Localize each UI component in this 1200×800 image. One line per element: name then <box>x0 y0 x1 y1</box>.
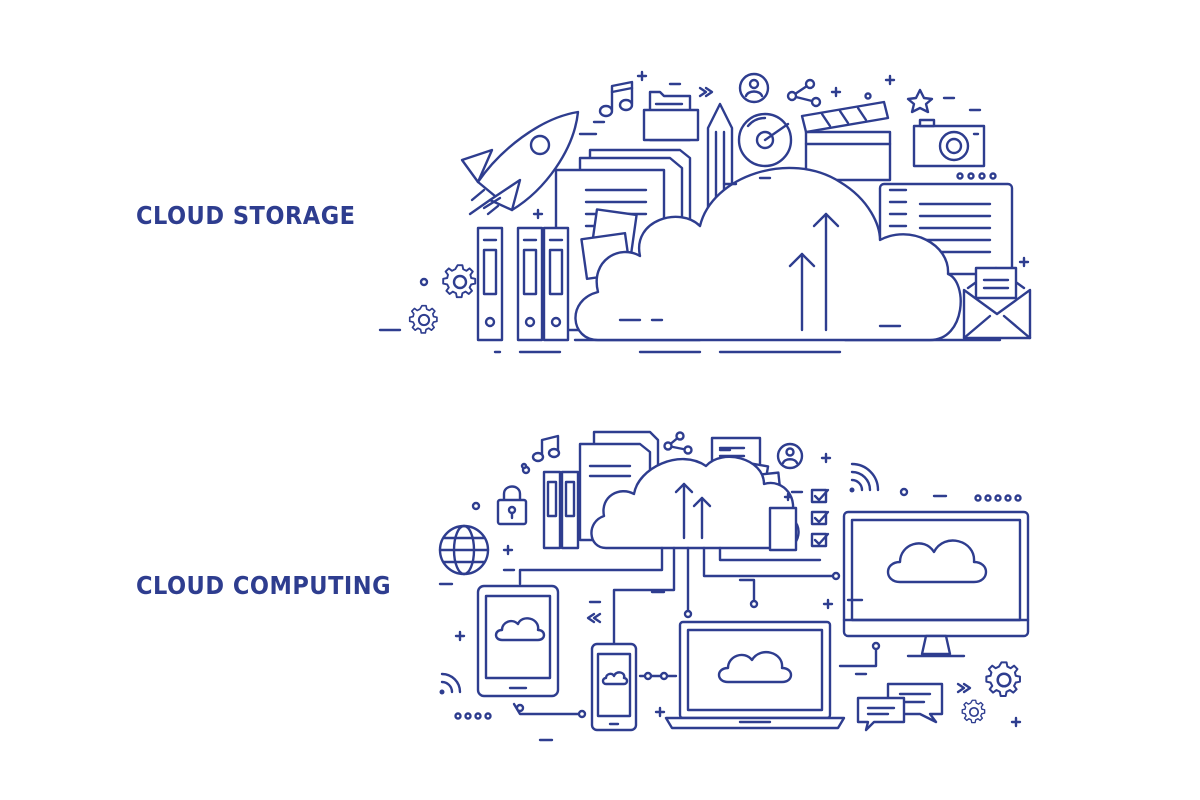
decorative-marks <box>419 70 1030 287</box>
music-note-icon <box>531 434 561 463</box>
chat-bubbles-icon <box>856 682 944 732</box>
clapperboard-icon <box>800 100 892 182</box>
cloud-upload-icon <box>590 455 800 552</box>
globe-icon <box>438 524 490 576</box>
tablet-icon <box>476 584 560 698</box>
camera-icon <box>912 118 986 168</box>
smartphone-icon <box>590 642 638 732</box>
cloud-storage-illustration <box>378 70 1032 354</box>
laptop-icon <box>664 620 846 730</box>
user-avatar-icon <box>776 442 804 470</box>
cloud-upload-icon <box>574 166 962 342</box>
folder-icon <box>642 90 700 142</box>
share-icon <box>663 431 693 455</box>
user-avatar-icon <box>738 72 770 104</box>
lock-icon <box>496 485 528 526</box>
gear-icon <box>961 661 1022 724</box>
dots-row <box>956 172 997 180</box>
cloud-storage-title: CLOUD STORAGE <box>136 201 356 230</box>
desktop-monitor-icon <box>842 510 1030 658</box>
binder-icon <box>542 470 580 550</box>
share-icon <box>786 78 822 108</box>
wifi-icon <box>439 672 462 695</box>
wifi-icon <box>849 462 880 493</box>
disc-icon <box>737 112 793 168</box>
cloud-computing-title: CLOUD COMPUTING <box>136 571 392 600</box>
star-icon <box>906 88 934 114</box>
decorative-marks <box>438 448 1022 742</box>
envelope-icon <box>962 266 1032 340</box>
checklist-icon <box>810 488 830 548</box>
cloud-computing-illustration <box>438 430 1030 742</box>
gear-icon <box>408 264 477 334</box>
music-note-icon <box>598 80 634 118</box>
network-lines <box>512 546 881 719</box>
binder-icon <box>476 226 570 342</box>
rocket-icon <box>460 110 580 216</box>
